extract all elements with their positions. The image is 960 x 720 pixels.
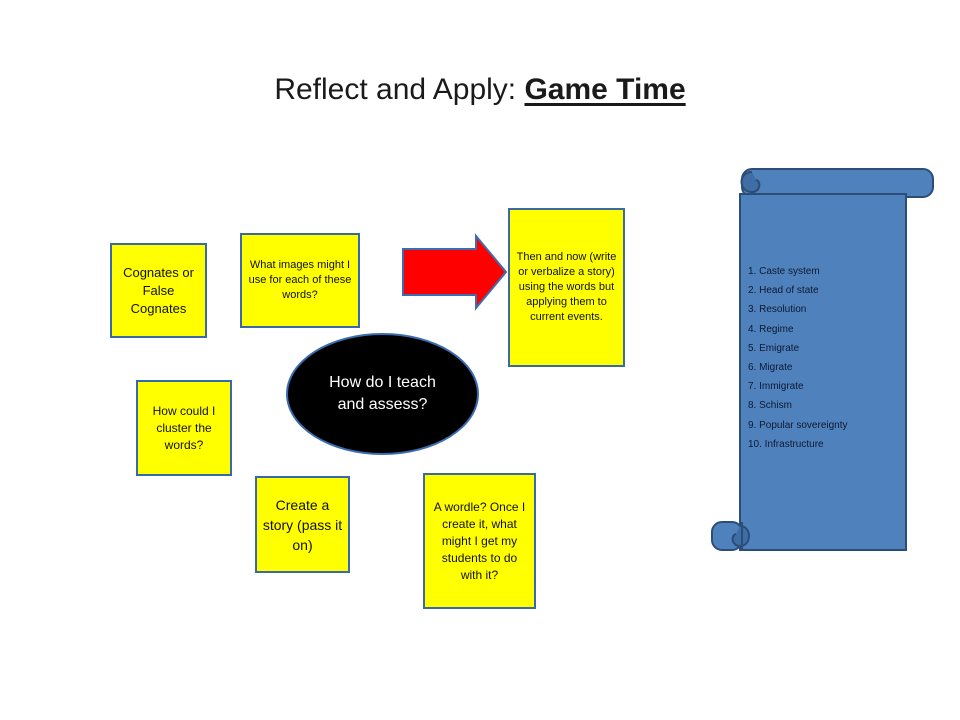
- center-question-oval: How do I teach and assess?: [286, 333, 479, 455]
- note-images: What images might I use for each of thes…: [240, 233, 360, 328]
- note-wordle-text: A wordle? Once I create it, what might I…: [433, 499, 526, 582]
- vocab-item: 5. Emigrate: [748, 342, 800, 354]
- vocab-list: 1. Caste system 2. Head of state 3. Reso…: [748, 262, 898, 454]
- vocab-item: 8. Schism: [748, 400, 792, 412]
- vocab-item: 10. Infrastructure: [748, 438, 824, 450]
- center-question-text: How do I teach and assess?: [329, 374, 436, 413]
- note-create-story-text: Create a story (pass it on): [262, 496, 343, 553]
- vocab-item: 6. Migrate: [748, 361, 793, 373]
- vocab-item: 4. Regime: [748, 323, 794, 335]
- note-cognates: Cognates or False Cognates: [110, 243, 207, 338]
- title-emphasis: Game Time: [524, 73, 686, 106]
- note-cluster: How could I cluster the words?: [136, 380, 232, 476]
- note-images-text: What images might I use for each of thes…: [248, 259, 352, 301]
- vocab-item: 7. Immigrate: [748, 381, 804, 393]
- note-then-and-now: Then and now (write or verbalize a story…: [508, 208, 625, 367]
- slide-title: Reflect and Apply: Game Time: [0, 72, 960, 108]
- right-arrow-icon: [402, 233, 508, 311]
- vocab-item: 1. Caste system: [748, 266, 820, 277]
- note-then-and-now-text: Then and now (write or verbalize a story…: [516, 251, 617, 323]
- note-create-story: Create a story (pass it on): [255, 476, 350, 573]
- vocab-item: 3. Resolution: [748, 304, 807, 316]
- note-cluster-text: How could I cluster the words?: [152, 403, 216, 452]
- note-wordle: A wordle? Once I create it, what might I…: [423, 473, 536, 609]
- vocab-item: 2. Head of state: [748, 285, 819, 297]
- title-prefix: Reflect and Apply:: [274, 73, 525, 106]
- scroll-icon: [711, 168, 934, 551]
- note-cognates-text: Cognates or False Cognates: [123, 264, 194, 316]
- vocab-item: 9. Popular sovereignty: [748, 419, 848, 431]
